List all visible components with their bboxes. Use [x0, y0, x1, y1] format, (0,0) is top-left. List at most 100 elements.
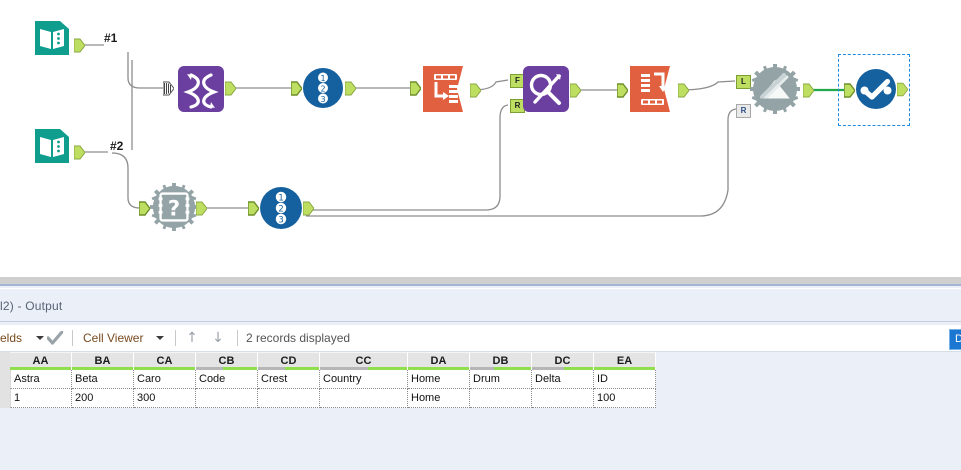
connection-label-2: #2: [110, 139, 124, 153]
transpose-icon: [423, 66, 463, 112]
svg-text:3: 3: [320, 95, 325, 104]
input-port[interactable]: [410, 81, 421, 96]
record-id-tool[interactable]: 1 2 3: [259, 186, 303, 230]
grid-cell[interactable]: 200: [72, 389, 134, 408]
fields-dropdown-label[interactable]: elds: [0, 331, 23, 345]
input-port[interactable]: [139, 201, 150, 216]
union-input-port[interactable]: [163, 81, 174, 96]
grid-cell[interactable]: [320, 389, 408, 408]
column-header[interactable]: DC: [532, 352, 594, 370]
results-action-button[interactable]: D: [949, 329, 961, 350]
results-toolbar[interactable]: elds Cell Viewer ↑ ↓ 2 records displayed: [0, 325, 961, 352]
column-fill-bar: [258, 367, 319, 370]
grid-cell[interactable]: Crest: [258, 370, 320, 389]
chevron-down-icon[interactable]: [156, 336, 164, 340]
output-port[interactable]: [803, 83, 814, 98]
title-divider: [0, 321, 961, 322]
column-header[interactable]: CC: [320, 352, 408, 370]
column-fill: [134, 367, 195, 370]
numbers-123-icon: 1 2 3: [303, 68, 343, 108]
browse-tool[interactable]: [855, 68, 897, 110]
filter-tool[interactable]: [523, 66, 569, 112]
book-icon: [35, 129, 69, 163]
output-port[interactable]: [225, 81, 236, 96]
panel-splitter[interactable]: [0, 277, 961, 284]
column-header[interactable]: CA: [134, 352, 196, 370]
input-port[interactable]: [248, 201, 259, 216]
grid-cell[interactable]: [470, 389, 532, 408]
grid-cell[interactable]: 1: [10, 389, 72, 408]
output-port[interactable]: [470, 83, 481, 98]
grid-cell[interactable]: Beta: [72, 370, 134, 389]
output-port[interactable]: [196, 201, 207, 216]
column-fill: [494, 367, 531, 370]
checkmark-icon[interactable]: [47, 331, 63, 345]
column-fill-bar: [408, 367, 469, 370]
grid-cell[interactable]: Astra: [10, 370, 72, 389]
column-fill-bar: [594, 367, 655, 370]
records-displayed-label: 2 records displayed: [246, 331, 351, 345]
input-port[interactable]: [844, 83, 855, 98]
grid-cell[interactable]: Delta: [532, 370, 594, 389]
output-port[interactable]: [74, 145, 85, 160]
output-port[interactable]: [897, 82, 908, 97]
browse-icon: [856, 69, 896, 109]
workflow-canvas[interactable]: .w{fill:none;stroke:#8d8d8d;stroke-width…: [0, 0, 961, 277]
output-port[interactable]: [345, 81, 356, 96]
column-header[interactable]: BA: [72, 352, 134, 370]
findreplace-left-port[interactable]: L: [736, 75, 751, 89]
grid-cell[interactable]: ID: [594, 370, 656, 389]
arrow-down-icon[interactable]: ↓: [212, 330, 224, 346]
toolbar-separator: [237, 330, 238, 346]
grid-cell[interactable]: [258, 389, 320, 408]
connection-label-1: #1: [104, 31, 118, 45]
record-id-tool[interactable]: 1 2 3: [302, 67, 344, 109]
dynamic-rename-tool[interactable]: ?: [150, 183, 198, 231]
column-header[interactable]: CD: [258, 352, 320, 370]
filter-true-port[interactable]: F: [510, 74, 525, 88]
findreplace-right-port[interactable]: R: [736, 104, 751, 118]
grid-cell[interactable]: Home: [408, 370, 470, 389]
grid-cell[interactable]: Country: [320, 370, 408, 389]
column-fill-bar: [320, 367, 407, 370]
grid-cell[interactable]: Home: [408, 389, 470, 408]
grid-cell[interactable]: [196, 389, 258, 408]
grid-cell[interactable]: Caro: [134, 370, 196, 389]
grid-cell[interactable]: Code: [196, 370, 258, 389]
grid-cell[interactable]: 300: [134, 389, 196, 408]
find-replace-tool[interactable]: [750, 64, 800, 114]
magnifier-icon: [523, 66, 569, 112]
chevron-down-icon[interactable]: [36, 336, 44, 340]
output-port[interactable]: [74, 38, 85, 53]
column-header[interactable]: DB: [470, 352, 532, 370]
column-fill: [10, 367, 71, 370]
cell-viewer-label[interactable]: Cell Viewer: [83, 331, 144, 345]
input-port[interactable]: [617, 83, 628, 98]
column-header[interactable]: CB: [196, 352, 258, 370]
column-fill-bar: [470, 367, 531, 370]
column-fill-bar: [532, 367, 593, 370]
arrow-up-icon[interactable]: ↑: [186, 330, 198, 346]
grid-cell[interactable]: [532, 389, 594, 408]
transpose-tool[interactable]: [423, 66, 471, 112]
column-fill-bar: [134, 367, 195, 370]
grid-cell[interactable]: 100: [594, 389, 656, 408]
column-header[interactable]: DA: [408, 352, 470, 370]
grid-cell[interactable]: Drum: [470, 370, 532, 389]
crosstab-tool[interactable]: [630, 66, 678, 112]
output-port[interactable]: [570, 83, 581, 98]
input-port[interactable]: [291, 81, 302, 96]
input-data-tool[interactable]: [30, 18, 74, 58]
results-panel-inner: l2) - Output elds Cell Viewer ↑ ↓ 2 reco…: [0, 288, 961, 469]
output-port[interactable]: [303, 201, 314, 216]
output-port[interactable]: [678, 83, 689, 98]
union-tool[interactable]: [178, 66, 224, 112]
column-header[interactable]: EA: [594, 352, 656, 370]
column-header[interactable]: AA: [10, 352, 72, 370]
svg-text:2: 2: [320, 85, 325, 94]
input-data-tool[interactable]: [30, 126, 74, 166]
